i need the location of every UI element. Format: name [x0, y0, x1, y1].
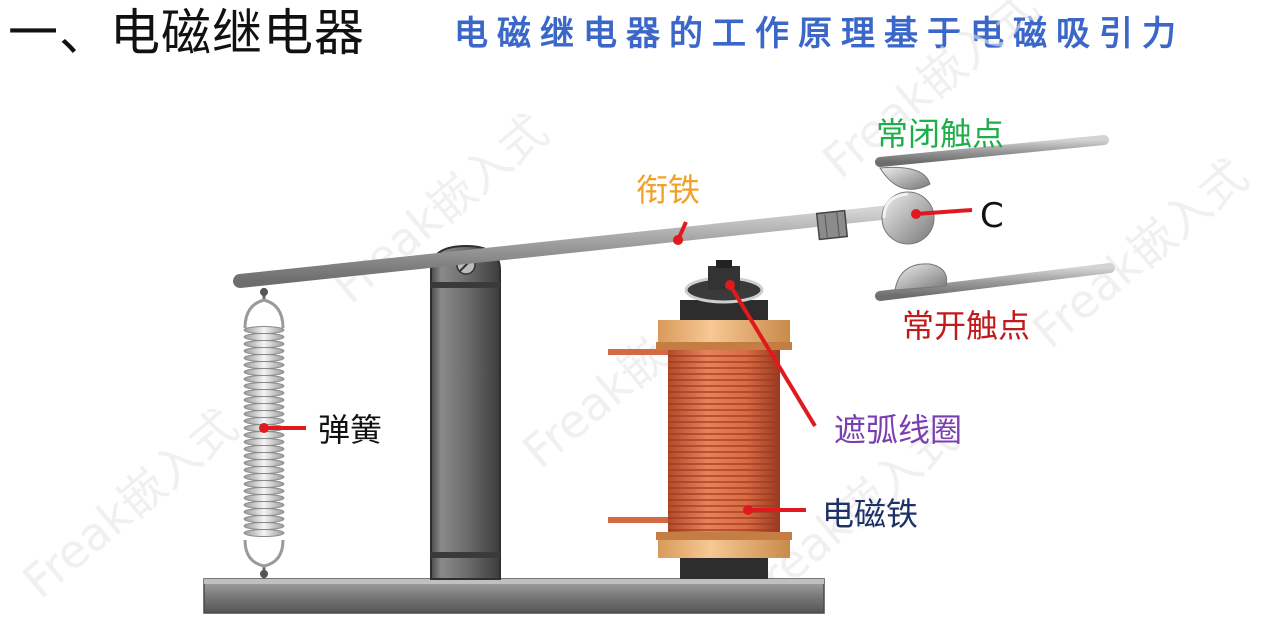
spring-coil-turn: [243, 445, 285, 453]
spring-coil-turn: [243, 375, 285, 383]
spring-coil-turn: [243, 473, 285, 481]
spring-coil-turn: [243, 501, 285, 509]
armature: [233, 191, 935, 288]
spring-coil-turn: [243, 368, 285, 376]
spring-coil-turn: [243, 494, 285, 502]
spring-coil-turn: [243, 508, 285, 516]
page-subtitle: 电磁继电器的工作原理基于电磁吸引力: [454, 14, 1185, 54]
spring-coil-turn: [243, 340, 285, 348]
watermark-text: Freak嵌入式: [12, 399, 248, 609]
label-normally-open: 常开触点: [902, 307, 1031, 345]
coil-windings: [668, 355, 780, 531]
page-title: 一、电磁继电器: [8, 4, 365, 62]
label-common: C: [980, 196, 1004, 236]
spring-coil-turn: [243, 522, 285, 530]
spring-coil-turn: [243, 487, 285, 495]
label-spring: 弹簧: [318, 411, 383, 449]
label-armature: 衔铁: [636, 171, 701, 209]
spring-coil-turn: [243, 347, 285, 355]
spring-coil-turn: [243, 452, 285, 460]
spring-coil-turn: [243, 410, 285, 418]
spring-coil-turn: [243, 326, 285, 334]
spring-coils: [243, 326, 285, 537]
spring-coil-turn: [243, 480, 285, 488]
spring-coil-turn: [243, 466, 285, 474]
watermark-layer: Freak嵌入式 Freak嵌入式 Freak嵌入式 Freak嵌入式 Frea…: [12, 0, 1258, 618]
spring-coil-turn: [243, 459, 285, 467]
spring-coil-turn: [243, 389, 285, 397]
label-shading-coil: 遮弧线圈: [834, 411, 963, 449]
electromagnet: [608, 260, 792, 579]
spring-coil-turn: [243, 396, 285, 404]
spring-coil-turn: [243, 515, 285, 523]
watermark-text: Freak嵌入式: [1022, 149, 1258, 359]
spring-coil-turn: [243, 382, 285, 390]
pointers: [259, 208, 973, 515]
contact-arms: [875, 135, 1115, 301]
spring-coil-turn: [243, 361, 285, 369]
base-plate: [203, 578, 825, 614]
spring-coil-turn: [243, 403, 285, 411]
label-normally-closed: 常闭触点: [876, 115, 1005, 153]
spring-coil-turn: [243, 529, 285, 537]
pivot-post: [430, 244, 501, 580]
spring-coil-turn: [243, 333, 285, 341]
spring-coil-turn: [243, 354, 285, 362]
spring-coil-turn: [243, 438, 285, 446]
spring: [243, 288, 285, 579]
label-electromagnet: 电磁铁: [822, 495, 919, 533]
